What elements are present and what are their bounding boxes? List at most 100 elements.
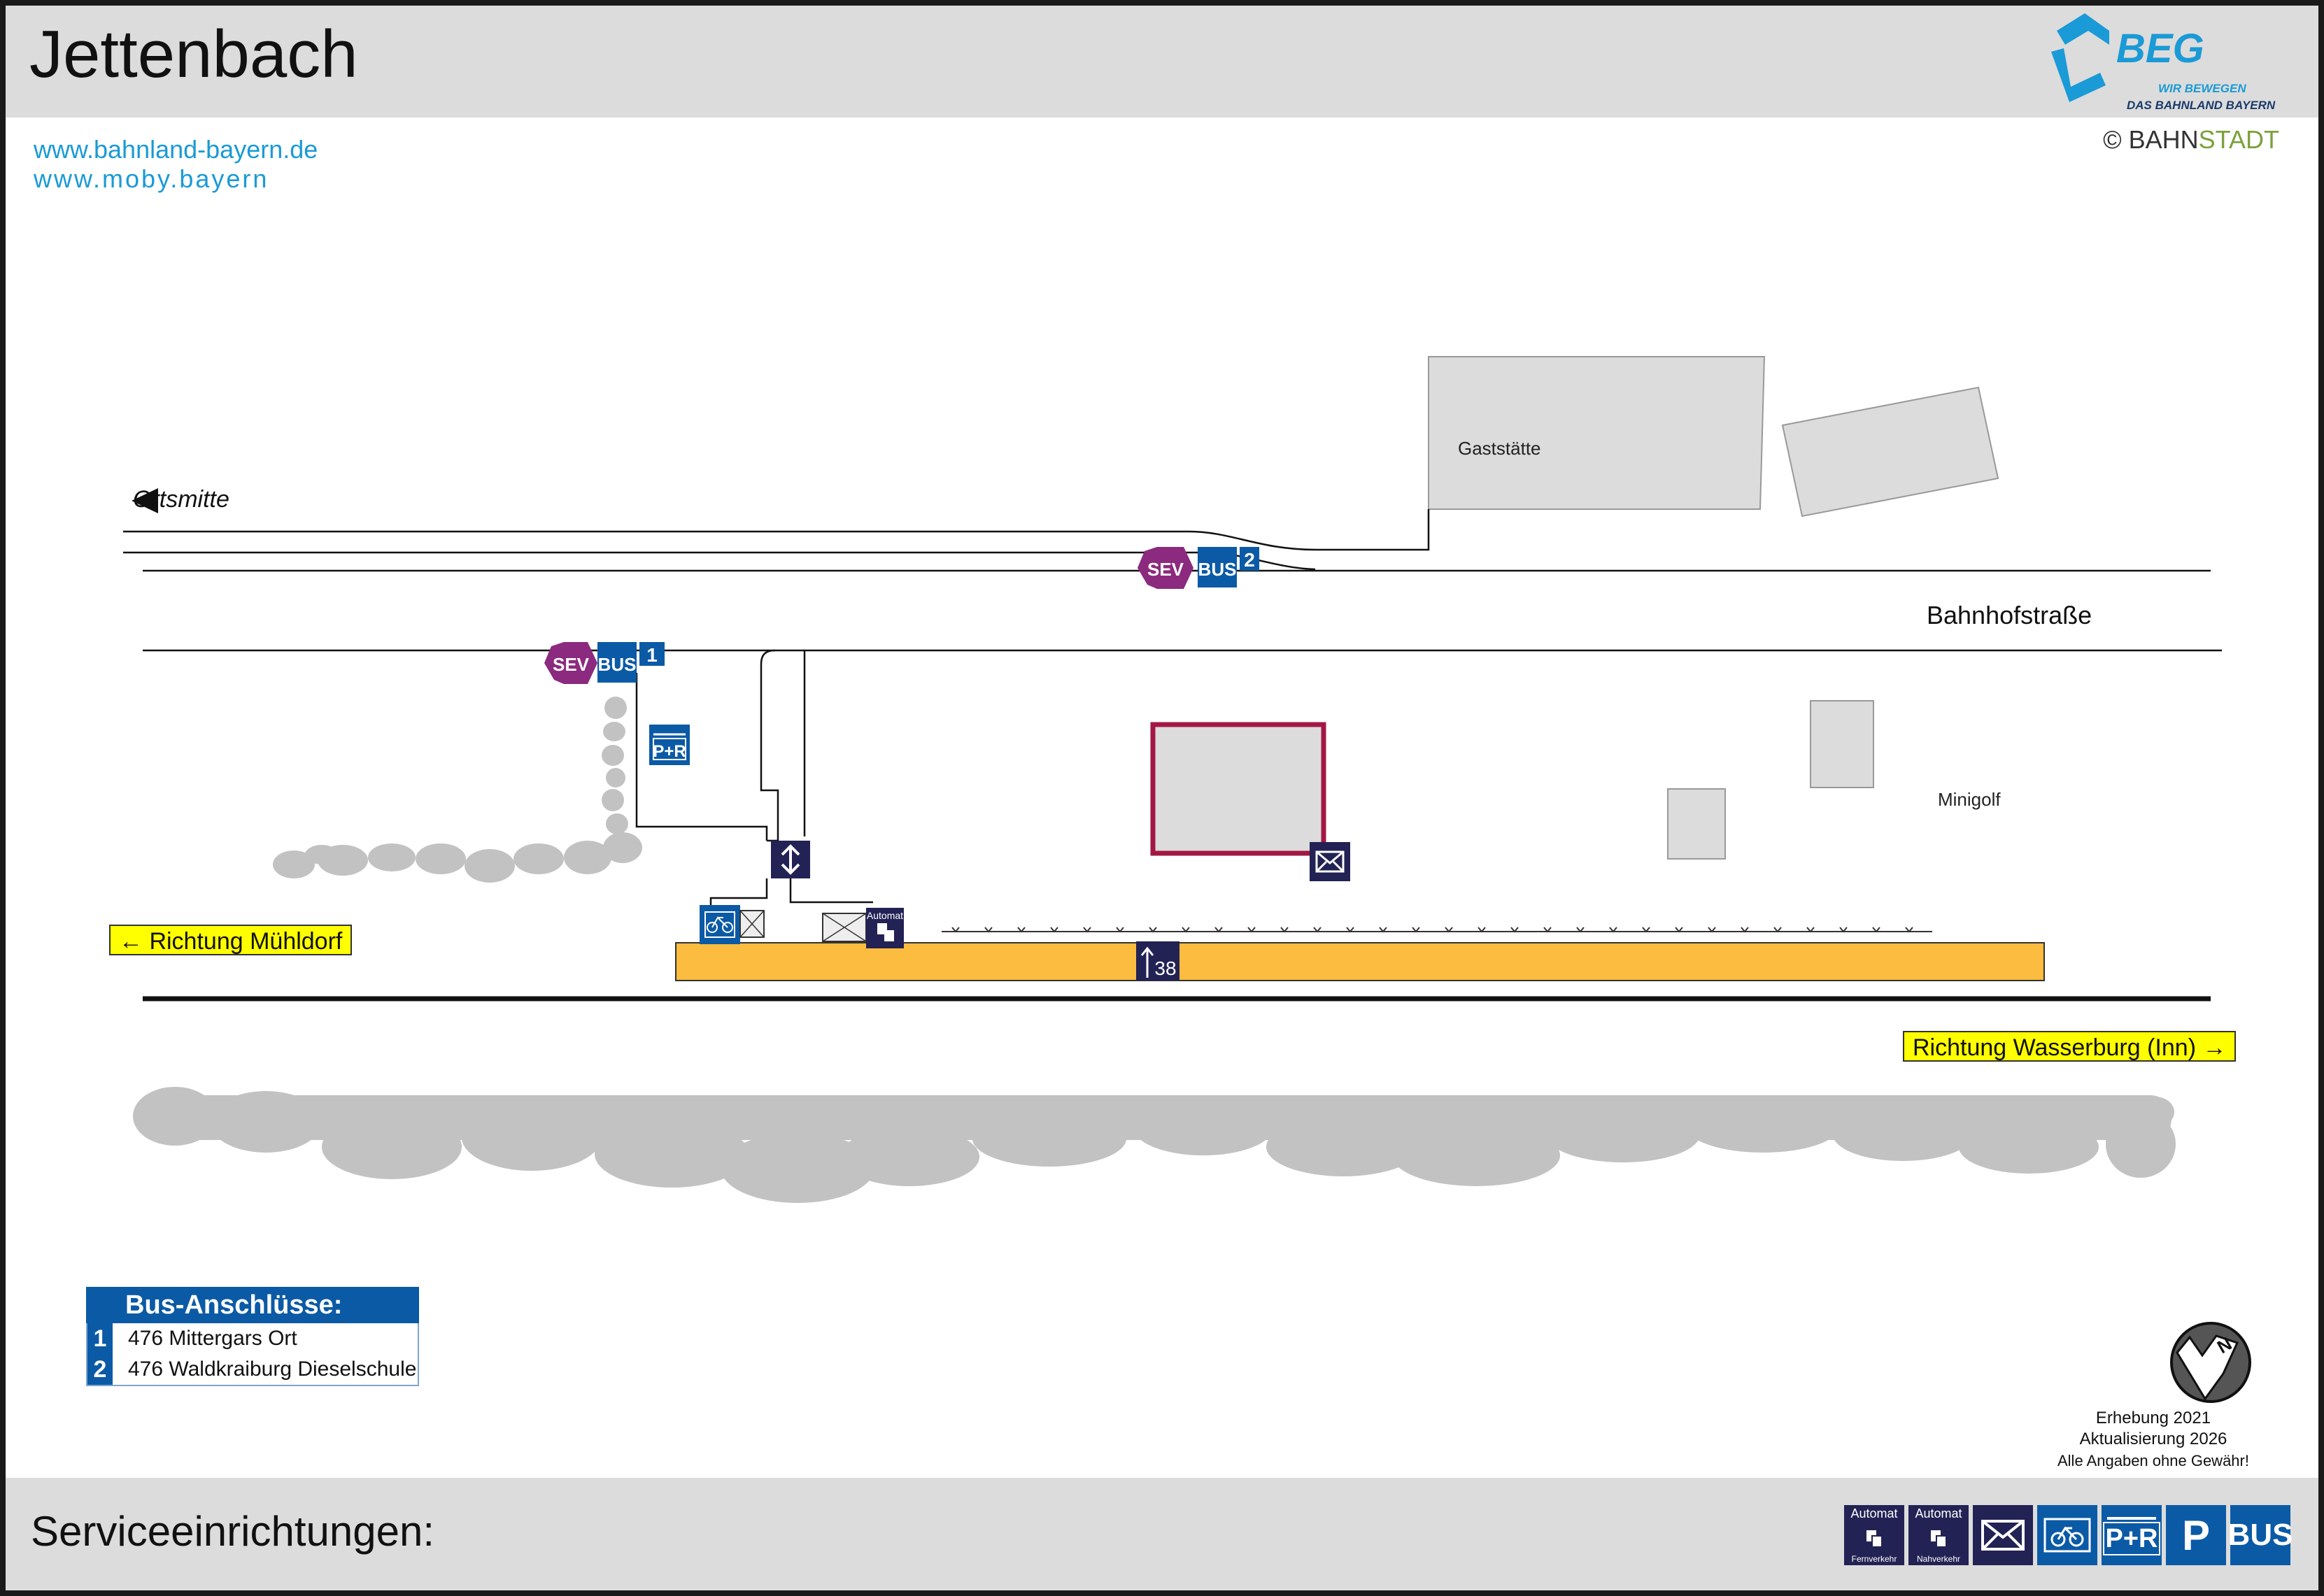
bus-connections-list: 1 476 Mittergars Ort 2 476 Waldkraiburg … (86, 1323, 419, 1386)
platform-length-marker: 38 (1136, 941, 1179, 981)
ticket-machine-fernverkehr-icon: Automat Fernverkehr (1844, 1505, 1904, 1565)
header-bar (6, 6, 2318, 117)
fence-mark (1445, 927, 1453, 933)
fence-mark (1642, 927, 1650, 933)
link-bahnland[interactable]: www.bahnland-bayern.de (34, 135, 318, 164)
mailbox-icon (1310, 842, 1350, 881)
list-item: 2 476 Waldkraiburg Dieselschule (87, 1354, 418, 1385)
fence-mark (1412, 927, 1420, 933)
platform (675, 942, 2045, 981)
link-moby[interactable]: www.moby.bayern (34, 164, 269, 193)
vegetation-north (273, 697, 642, 883)
update-year: Aktualisierung 2026 (2079, 1430, 2227, 1448)
fence-mark (1543, 927, 1552, 933)
pr-service-label: P+R (2102, 1522, 2161, 1555)
fence-marks (951, 927, 1913, 933)
bus-stop-2-marker: SEV BUS 2 (1138, 547, 1259, 589)
park-and-ride-service-icon: P+R (2102, 1505, 2162, 1565)
label-ortsmitte: Ortsmitte (133, 486, 229, 513)
fence-mark (1083, 927, 1091, 933)
fence-mark (1773, 927, 1782, 933)
beg-logo: BEG WIR BEWEGEN DAS BAHNLAND BAYERN (2051, 13, 2276, 112)
fence-mark (1247, 927, 1256, 933)
ticket-machine-nahverkehr-icon: Automat Nahverkehr (1908, 1505, 1969, 1565)
bus-connections-title: Bus-Anschlüsse: (86, 1287, 419, 1323)
beg-tagline-2: DAS BAHNLAND BAYERN (2127, 99, 2276, 112)
validator-icon-1 (739, 910, 765, 938)
direction-wasserburg: Richtung Wasserburg (Inn) → (1903, 1031, 2237, 1062)
fence-mark (1708, 927, 1716, 933)
fence-mark (1872, 927, 1880, 933)
station-building (1150, 722, 1326, 856)
bus-connections-box: Bus-Anschlüsse: 1 476 Mittergars Ort 2 4… (86, 1287, 419, 1386)
list-item: 1 476 Mittergars Ort (87, 1323, 418, 1354)
building-minigolf-small (1667, 788, 1726, 860)
bus-stop-1-marker: SEV BUS 1 (544, 642, 665, 684)
pr-text: P+R (653, 742, 686, 761)
vegetation-south (133, 1087, 2176, 1203)
automat-label: Automat (1915, 1506, 1962, 1520)
services-title: Serviceeinrichtungen: (31, 1508, 435, 1555)
label-street: Bahnhofstraße (1927, 601, 2092, 629)
sev-text-2: SEV (1147, 559, 1184, 580)
stop-number-2 (1240, 547, 1259, 571)
bus-stop-number: 2 (87, 1354, 113, 1385)
fence-mark (1576, 927, 1585, 933)
station-title: Jettenbach (29, 17, 358, 92)
fence-mark (1806, 927, 1815, 933)
park-and-ride-marker: P+R (649, 725, 690, 765)
ticket-machine-icon: Automat (866, 908, 904, 948)
fence-mark (1609, 927, 1617, 933)
mailbox-service-icon (1973, 1505, 2033, 1565)
fence-mark (1346, 927, 1354, 933)
disclaimer: Alle Angaben ohne Gewähr! (2057, 1452, 2249, 1469)
fence-mark (1116, 927, 1124, 933)
sev-icon (1138, 547, 1193, 589)
fernverkehr-label: Fernverkehr (1851, 1554, 1897, 1564)
stop-number-2-text: 2 (1244, 549, 1255, 571)
parking-label: P (2181, 1511, 2211, 1559)
fence-mark (1280, 927, 1289, 933)
validator-icon-2 (822, 913, 867, 942)
fence-mark (1313, 927, 1322, 933)
arrow-left-icon (132, 488, 158, 513)
bus-stop-number: 1 (87, 1323, 113, 1354)
fence-mark (1149, 927, 1157, 933)
fence-mark (951, 927, 960, 933)
copyright-stadt: STADT (2198, 125, 2279, 154)
fence-mark (1741, 927, 1749, 933)
nahverkehr-label: Nahverkehr (1916, 1554, 1961, 1564)
north-compass-icon: N (2170, 1322, 2251, 1403)
parking-service-icon: P (2166, 1505, 2226, 1565)
fence-mark (1675, 927, 1683, 933)
bus-icon (1198, 547, 1237, 587)
bus-text-2: BUS (1198, 559, 1237, 580)
stop-number-1 (639, 642, 665, 666)
fence-mark (1182, 927, 1190, 933)
bus-service-label: BUS (2227, 1518, 2293, 1552)
building-minigolf-large (1810, 700, 1874, 788)
sev-text-1: SEV (553, 654, 590, 675)
platform-length-text: 38 (1154, 957, 1176, 979)
fence-mark (1214, 927, 1223, 933)
automat-label: Automat (1850, 1506, 1898, 1520)
survey-year: Erhebung 2021 (2095, 1409, 2211, 1427)
service-icons: Automat Fernverkehr Automat Nahverkehr P… (1844, 1505, 2293, 1565)
sev-icon (544, 642, 597, 684)
copyright-bahnstadt: © BAHNSTADT (2103, 127, 2279, 152)
beg-tagline-1: WIR BEWEGEN (2158, 82, 2246, 95)
fence-mark (1379, 927, 1387, 933)
bus-text-1: BUS (598, 654, 637, 675)
building-gaststaette (1428, 356, 1766, 510)
bus-service-icon: BUS (2227, 1505, 2293, 1565)
building-northeast (1781, 386, 1999, 518)
copyright-bahn: BAHN (2128, 125, 2199, 154)
bus-icon (597, 642, 637, 683)
fence-mark (1017, 927, 1026, 933)
direction-muehldorf: ← Richtung Mühldorf (109, 925, 353, 955)
bicycle-service-icon (2037, 1505, 2097, 1565)
copyright-symbol: © (2103, 125, 2122, 154)
beg-logo-text: BEG (2116, 26, 2204, 71)
fence-mark (984, 927, 993, 933)
